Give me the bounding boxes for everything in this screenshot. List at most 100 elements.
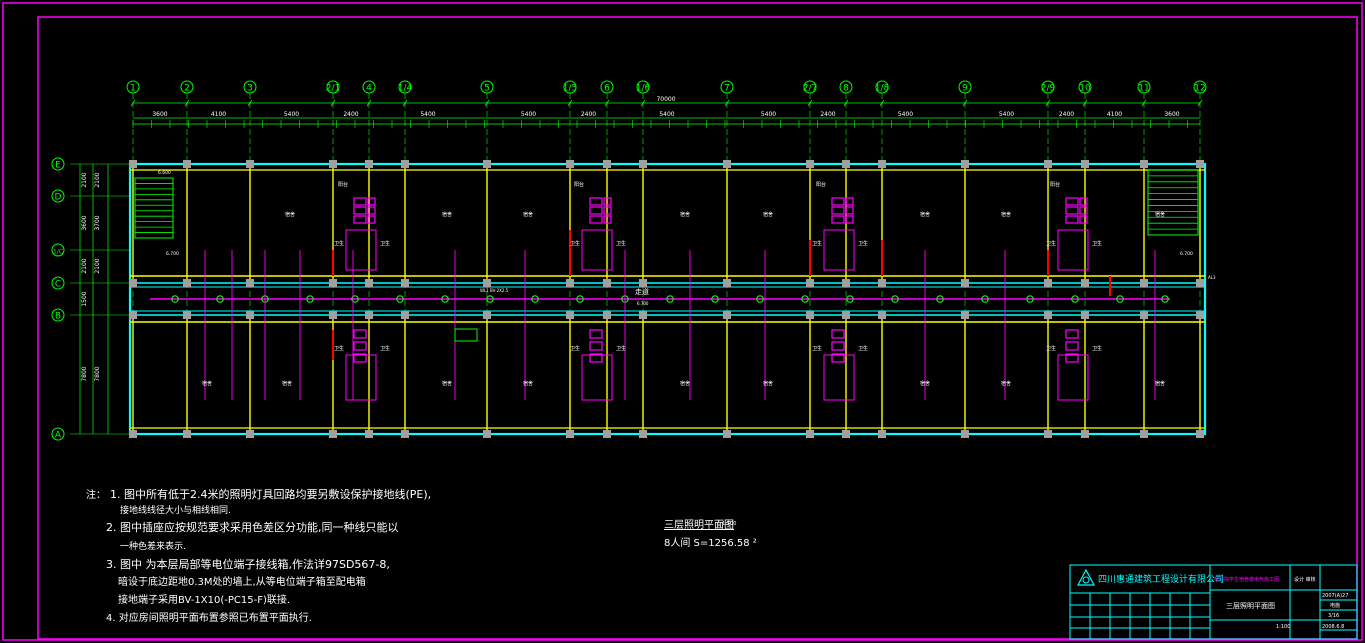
sanitary-fixture — [589, 329, 603, 339]
structural-column — [246, 430, 254, 438]
dim-tick — [330, 99, 336, 107]
bay-dimension: 5400 — [521, 111, 536, 118]
bay-dimension: 3600 — [152, 111, 167, 118]
annotation-layer: 卫生卫生卫生卫生阳台卫生卫生卫生卫生阳台卫生卫生卫生卫生阳台卫生卫生卫生卫生阳台… — [158, 170, 1216, 387]
sanitary-fixture — [831, 206, 845, 215]
row-dimension: 2100 — [94, 172, 101, 187]
axis-label: 9 — [962, 84, 968, 94]
room-label: 宿舍 — [920, 380, 930, 387]
toilet-label: 卫生 — [1092, 240, 1102, 247]
axis-label: 1/5 — [563, 84, 577, 94]
corridor-lamp — [306, 295, 314, 303]
structural-column — [723, 311, 731, 319]
row-bubble — [51, 243, 65, 257]
axis-label: 2/9 — [1041, 84, 1056, 94]
row-dimension: 1500 — [81, 291, 88, 306]
structural-column — [365, 430, 373, 438]
toilet-label: 卫生 — [1046, 240, 1056, 247]
structural-column — [1196, 311, 1204, 319]
dim-tick — [484, 99, 490, 107]
room-label: 宿舍 — [680, 380, 690, 387]
structural-column — [483, 279, 491, 287]
structural-column — [1044, 430, 1052, 438]
corridor-lamp — [216, 295, 224, 303]
corridor-lamp — [441, 295, 449, 303]
row-label: A — [55, 431, 62, 441]
structural-column — [603, 160, 611, 168]
structural-column — [1196, 279, 1204, 287]
dim-tick — [604, 99, 610, 107]
axis-bubble — [875, 80, 889, 94]
corridor-lamp — [666, 295, 674, 303]
structural-column — [246, 311, 254, 319]
toilet-label: 卫生 — [570, 240, 580, 247]
axis-label: 8 — [843, 84, 849, 94]
structural-column — [129, 279, 137, 287]
sanitary-fixture — [845, 215, 854, 224]
axis-label: 2/1 — [326, 84, 340, 94]
sanitary-fixture — [845, 197, 854, 206]
toilet-room — [345, 354, 377, 401]
toilet-label: 卫生 — [334, 345, 344, 352]
plan-caption-title: 三层照明平面图 — [664, 520, 734, 531]
balcony-label: 阳台 — [816, 181, 826, 188]
corridor-lamp — [801, 295, 809, 303]
room-label: 宿舍 — [1155, 211, 1165, 218]
axis-bubble — [1078, 80, 1092, 94]
corridor-label: 走道 — [635, 287, 649, 296]
structural-column — [246, 279, 254, 287]
sanitary-fixture — [1065, 215, 1079, 224]
room-label: 宿舍 — [763, 211, 773, 218]
toilet-label: 卫生 — [812, 240, 822, 247]
axis-bubble — [1193, 80, 1207, 94]
axis-label: 1/6 — [636, 84, 651, 94]
structural-column — [183, 311, 191, 319]
axis-bubble — [839, 80, 853, 94]
structural-column — [1140, 279, 1148, 287]
dim-tick — [402, 99, 408, 107]
structural-column — [723, 430, 731, 438]
structural-column — [878, 311, 886, 319]
stair-outline — [1147, 169, 1199, 236]
dim-tick — [1082, 99, 1088, 107]
note-line-4: 一种色差来表示. — [120, 542, 186, 552]
structural-column — [401, 160, 409, 168]
axis-label: 5 — [484, 84, 490, 94]
room-label: 宿舍 — [1155, 380, 1165, 387]
toilet-room — [581, 354, 613, 401]
structural-column — [329, 311, 337, 319]
corridor-lamp — [1116, 295, 1124, 303]
room-label: 宿舍 — [202, 380, 212, 387]
bay-dimension: 4100 — [211, 111, 226, 118]
row-bubble — [51, 276, 65, 290]
toilet-label: 卫生 — [616, 240, 626, 247]
notes-heading: 注： — [86, 490, 106, 501]
sanitary-fixture — [589, 197, 603, 206]
company-logo — [1077, 568, 1095, 586]
structural-column — [566, 279, 574, 287]
structural-column — [183, 430, 191, 438]
plan-caption-area: 8人间 S=1256.58 ² — [664, 538, 757, 549]
tb-drawing-title: 三层照明平面图 — [1226, 602, 1275, 610]
sanitary-fixture — [589, 353, 603, 363]
structural-column — [183, 160, 191, 168]
row-dimension: 3600 — [81, 215, 88, 230]
axis-bubble — [1041, 80, 1055, 94]
dim-tick — [640, 99, 646, 107]
axis-label: 1/4 — [398, 84, 413, 94]
sanitary-fixture — [1079, 206, 1088, 215]
panel-tag: AL3 — [1208, 275, 1216, 280]
wall-layer — [128, 160, 1207, 438]
structural-column — [806, 430, 814, 438]
sanitary-fixture — [831, 341, 845, 351]
structural-column — [129, 430, 137, 438]
axis-label: 6 — [604, 84, 610, 94]
dim-tick — [184, 99, 190, 107]
toilet-label: 卫生 — [812, 345, 822, 352]
axis-bubble — [1137, 80, 1151, 94]
stair-outline — [134, 177, 174, 239]
toilet-label: 卫生 — [1046, 345, 1056, 352]
structural-column — [329, 279, 337, 287]
sanitary-fixture — [353, 206, 367, 215]
